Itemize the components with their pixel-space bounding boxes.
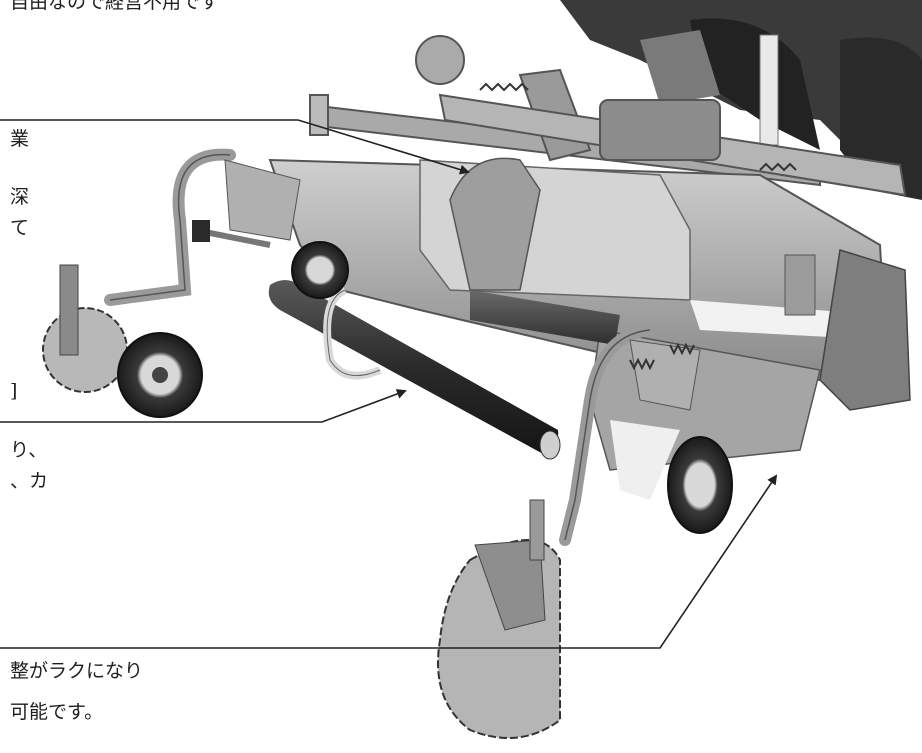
caption-fragment-2: 深 bbox=[10, 186, 30, 208]
caption-fragment-5: り、 bbox=[10, 439, 48, 461]
bottom-caption-line-2: 可能です。 bbox=[10, 701, 104, 723]
tension-springs bbox=[479, 82, 797, 371]
bottom-caption-line-1: 整がラクになり bbox=[10, 660, 144, 682]
top-caption-fragment: 自由なので経営不用です bbox=[10, 0, 220, 13]
caption-fragment-3: て bbox=[10, 217, 30, 239]
rear-roller bbox=[268, 280, 561, 460]
tiller-housing bbox=[268, 157, 911, 500]
tractor-rear bbox=[560, 0, 922, 200]
